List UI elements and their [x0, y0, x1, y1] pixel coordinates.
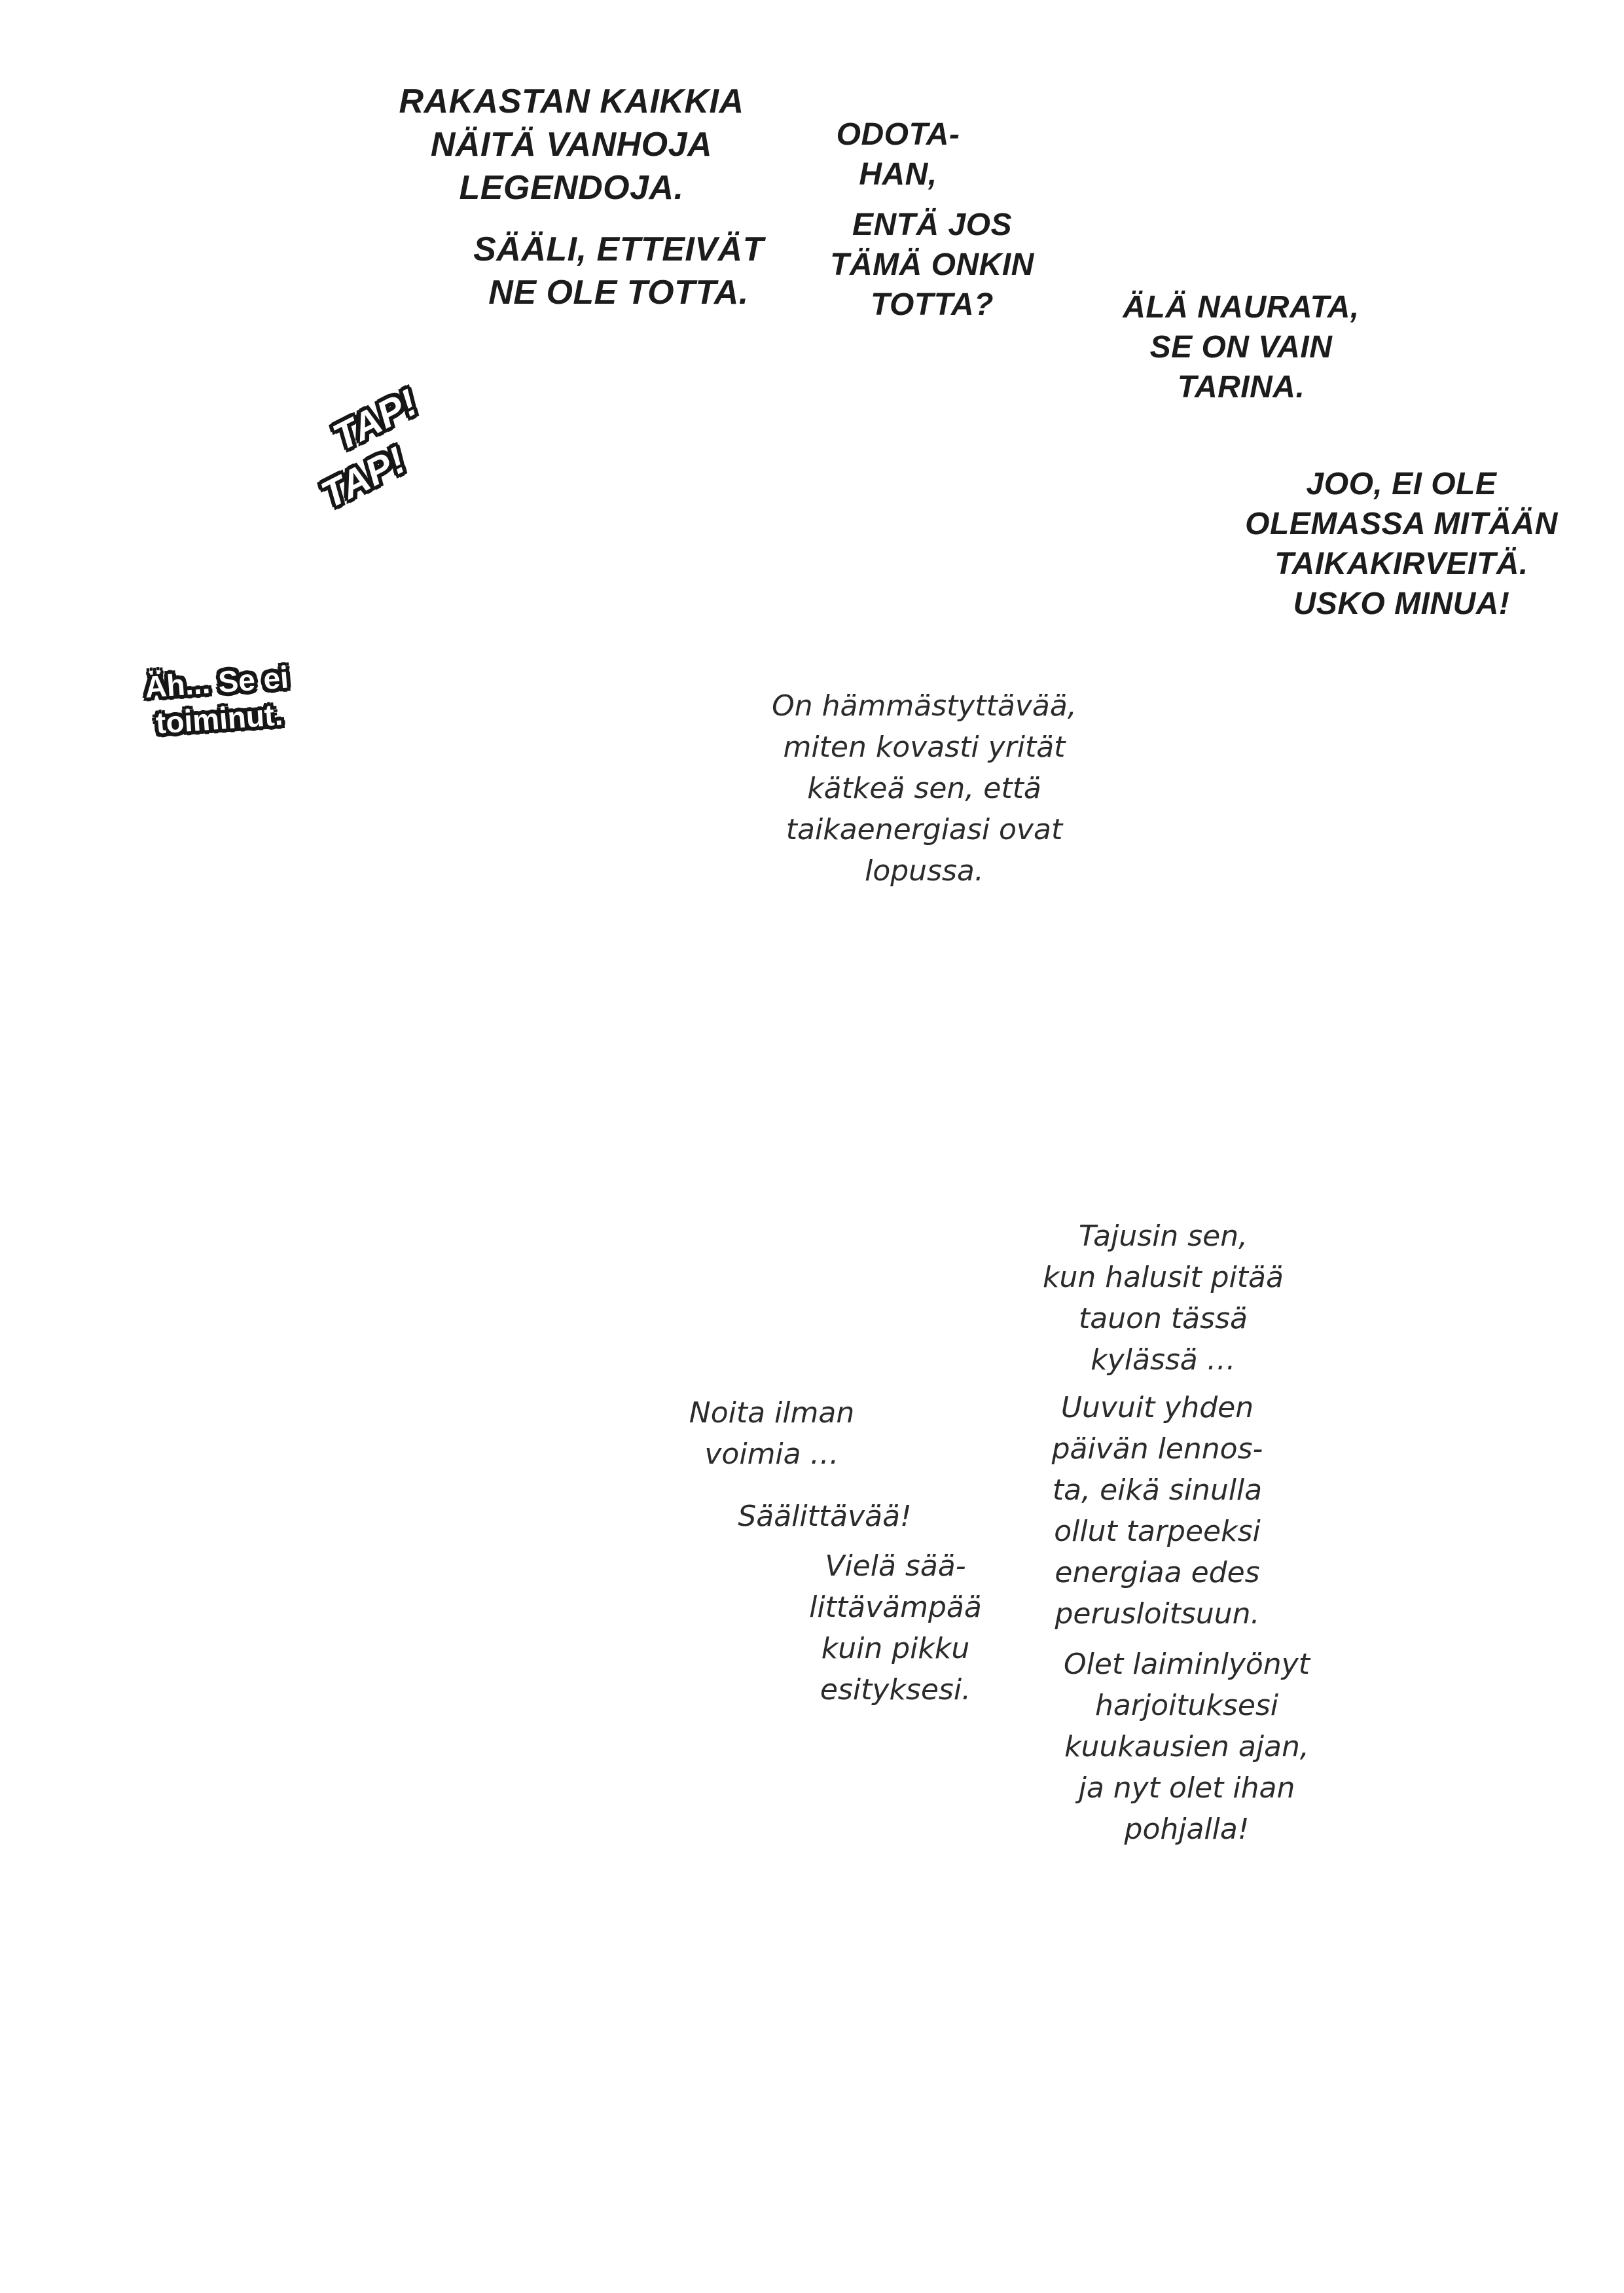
speech-line: OLEMASSA MITÄÄN: [1245, 506, 1558, 541]
speech-line: TÄMÄ ONKIN: [830, 247, 1034, 282]
speech-line: ENTÄ JOS: [852, 208, 1013, 242]
speech-bubble-legends: RAKASTAN KAIKKIA NÄITÄ VANHOJA LEGENDOJA…: [399, 80, 744, 209]
speech-line: NE OLE TOTTA.: [488, 274, 749, 312]
speech-line: Säälittävää!: [738, 1500, 912, 1533]
speech-line: littävämpää: [809, 1590, 982, 1624]
speech-line: kylässä …: [1091, 1343, 1236, 1377]
speech-line: RAKASTAN KAIKKIA: [399, 82, 744, 120]
speech-line: kuin pikku: [821, 1631, 970, 1665]
speech-bubble-didnt-work: Äh... Se ei toiminut.: [143, 659, 292, 742]
speech-line: pohjalla!: [1124, 1812, 1250, 1846]
speech-line: SÄÄLI, ETTEIVÄT: [473, 230, 764, 268]
speech-bubble-pity: SÄÄLI, ETTEIVÄT NE OLE TOTTA.: [473, 228, 764, 314]
speech-bubble-realized: Tajusin sen, kun halusit pitää tauon täs…: [1043, 1216, 1284, 1381]
speech-line: kätkeä sen, että: [807, 771, 1041, 805]
speech-line: lopussa.: [865, 854, 984, 888]
speech-line: Tajusin sen,: [1078, 1219, 1248, 1253]
speech-line: Uuvuit yhden: [1060, 1391, 1254, 1424]
speech-line: esityksesi.: [820, 1672, 971, 1706]
speech-line: TAIKAKIRVEITÄ.: [1274, 546, 1528, 581]
speech-line: ollut tarpeeksi: [1054, 1514, 1261, 1548]
speech-line: harjoituksesi: [1094, 1688, 1279, 1722]
speech-line: JOO, EI OLE: [1306, 467, 1497, 501]
speech-line: USKO MINUA!: [1293, 586, 1510, 621]
speech-line: TARINA.: [1177, 369, 1305, 405]
speech-line: energiaa edes: [1055, 1555, 1260, 1589]
speech-line: NÄITÄ VANHOJA: [430, 126, 713, 164]
speech-line: kuukausien ajan,: [1064, 1729, 1309, 1763]
speech-line: LEGENDOJA.: [459, 169, 684, 208]
speech-line: päivän lennos-: [1051, 1432, 1263, 1466]
speech-bubble-dont-laugh: ÄLÄ NAURATA, SE ON VAIN TARINA.: [1123, 288, 1360, 408]
speech-bubble-what-if: ENTÄ JOS TÄMÄ ONKIN TOTTA?: [830, 206, 1034, 325]
speech-line: miten kovasti yrität: [783, 730, 1066, 764]
speech-bubble-more-pathetic: Vielä sää- littävämpää kuin pikku esityk…: [809, 1546, 982, 1711]
speech-line: Olet laiminlyönyt: [1064, 1648, 1310, 1681]
speech-bubble-amazing: On hämmästyttävää, miten kovasti yrität …: [772, 686, 1077, 892]
speech-line: tauon tässä: [1079, 1301, 1248, 1335]
speech-bubble-witch: Noita ilman voimia …: [689, 1393, 854, 1475]
speech-line: SE ON VAIN: [1149, 329, 1333, 365]
speech-line: TOTTA?: [871, 287, 994, 322]
speech-line: HAN,: [859, 156, 937, 192]
speech-line: Noita ilman: [689, 1396, 855, 1430]
speech-line: kun halusit pitää: [1043, 1260, 1284, 1294]
speech-line: Vielä sää-: [825, 1549, 966, 1583]
speech-line: ja nyt olet ihan: [1078, 1771, 1295, 1805]
speech-bubble-wait: ODOTA- HAN,: [837, 115, 960, 195]
speech-line: ODOTA-: [836, 117, 960, 152]
speech-bubble-exhausted: Uuvuit yhden päivän lennos- ta, eikä sin…: [1052, 1388, 1263, 1634]
speech-bubble-pathetic: Säälittävää!: [738, 1496, 911, 1538]
speech-bubble-no-axes: JOO, EI OLE OLEMASSA MITÄÄN TAIKAKIRVEIT…: [1245, 465, 1558, 624]
speech-bubble-neglected: Olet laiminlyönyt harjoituksesi kuukausi…: [1064, 1644, 1310, 1851]
speech-line: taikaenergiasi ovat: [785, 812, 1063, 846]
speech-line: ÄLÄ NAURATA,: [1123, 290, 1360, 325]
speech-line: ta, eikä sinulla: [1052, 1473, 1263, 1507]
speech-line: perusloitsuun.: [1055, 1597, 1260, 1631]
speech-line: voimia …: [704, 1437, 839, 1471]
speech-line: On hämmästyttävää,: [772, 689, 1077, 723]
